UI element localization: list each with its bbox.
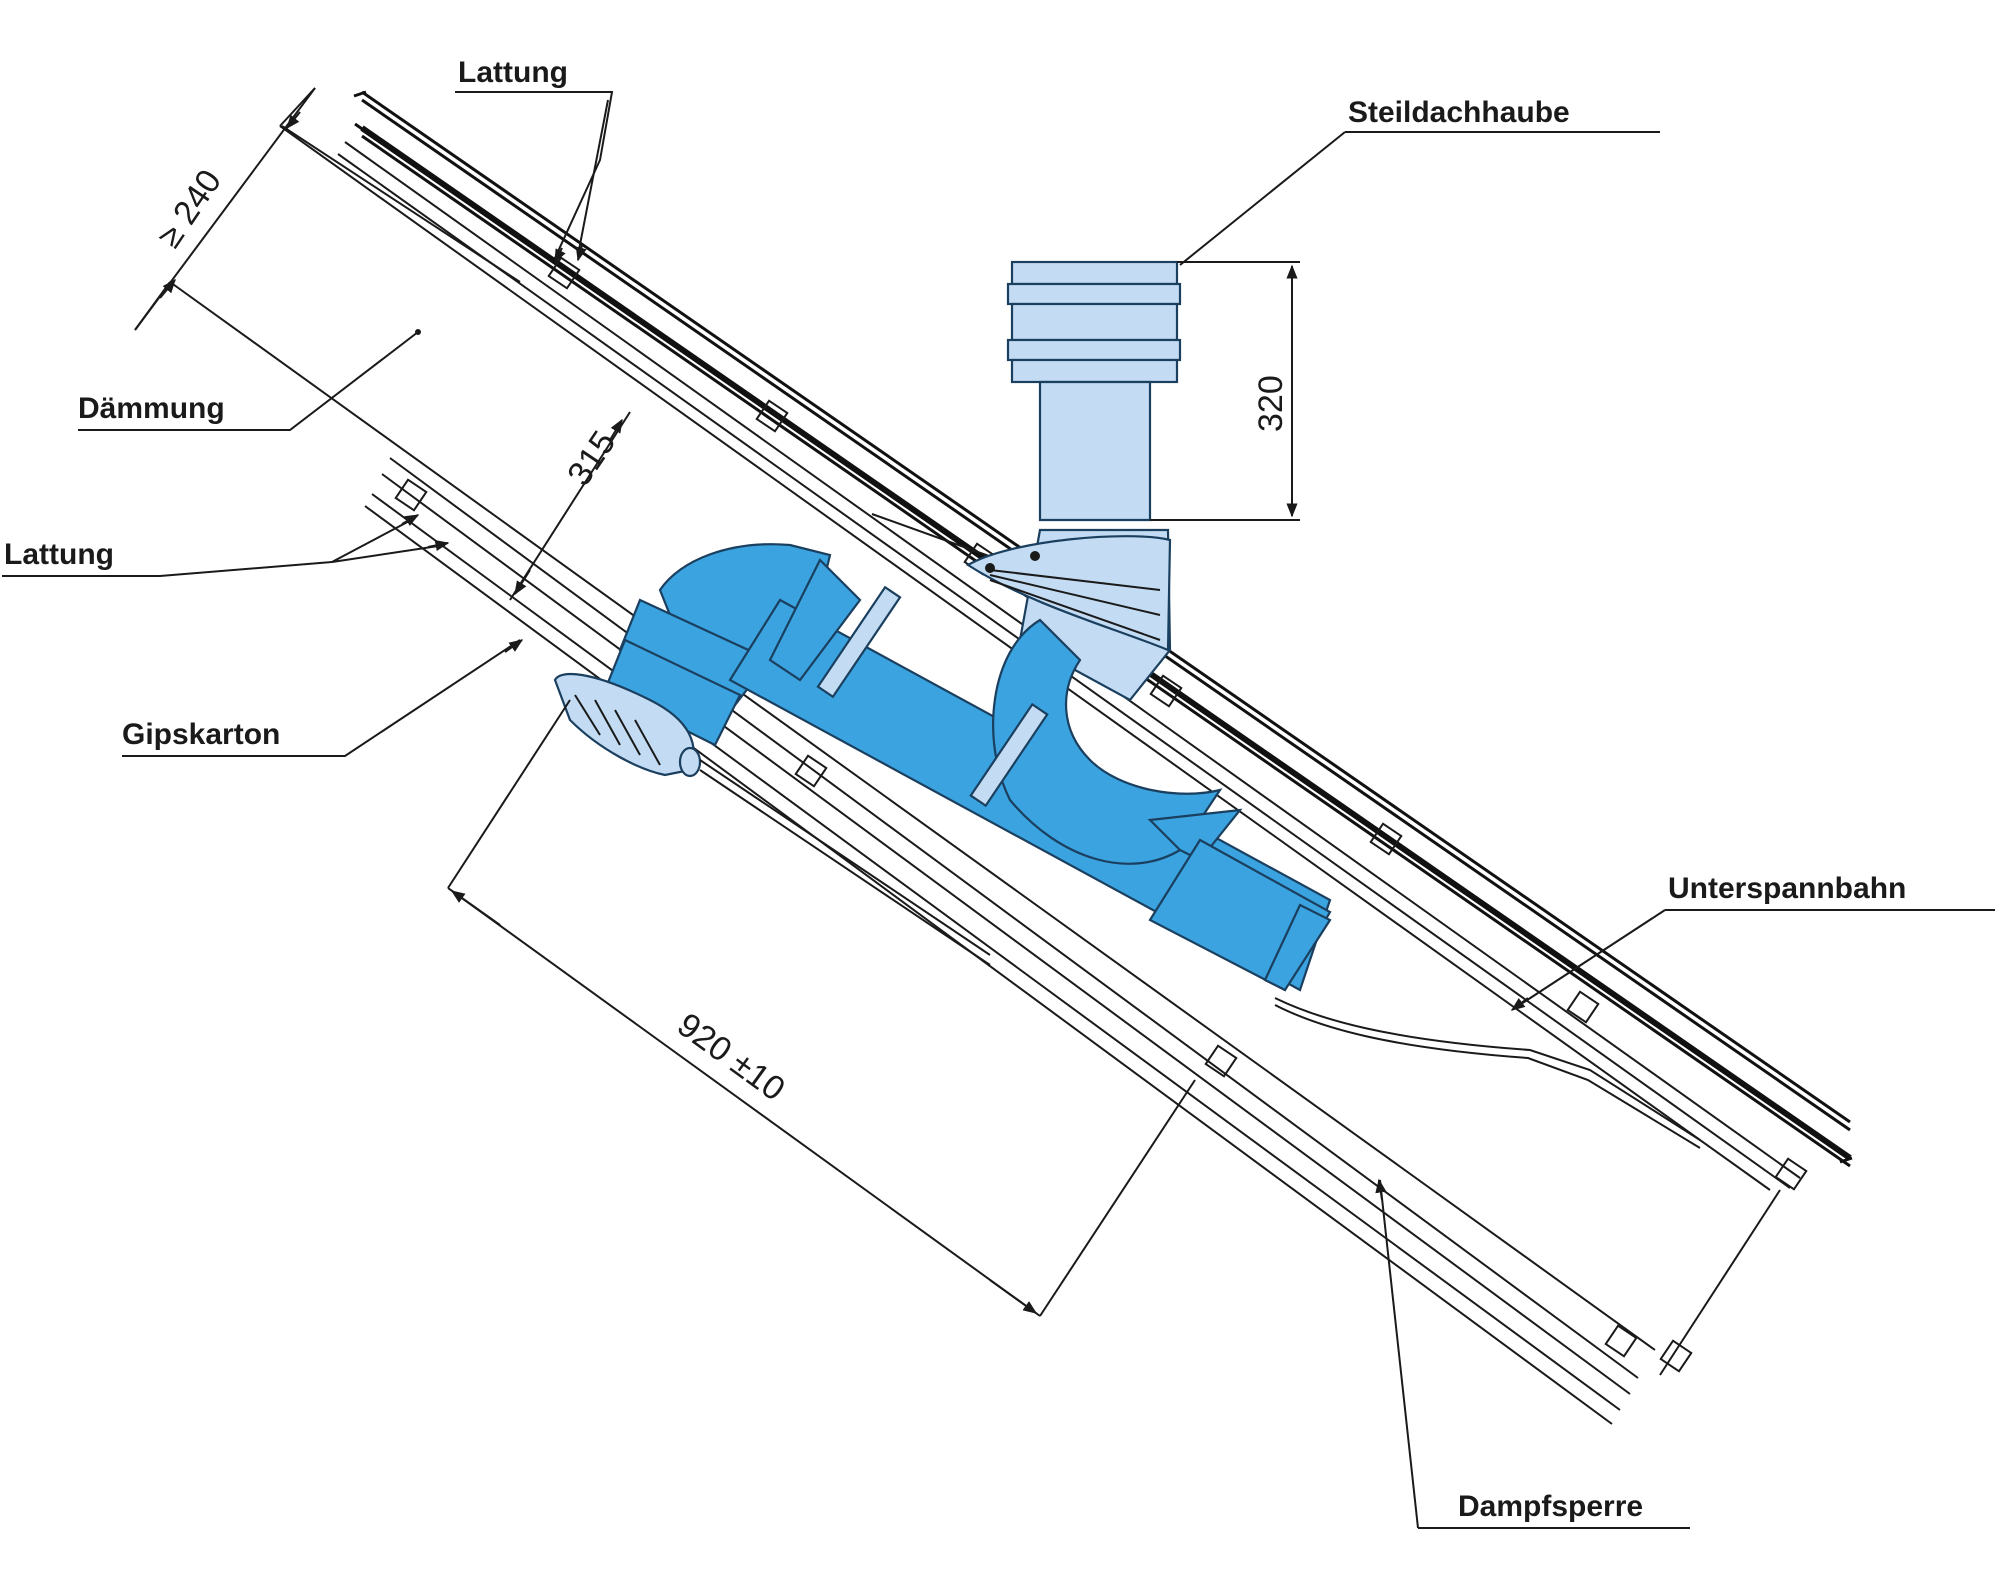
pipe-coupling-top (603, 638, 742, 747)
labels: Lattung Steildachhaube Dämmung Lattung G… (2, 56, 1995, 1529)
label-steildachhaube: Steildachhaube (1348, 96, 1570, 129)
dim-hood-height: 320 (1252, 375, 1290, 432)
label-dampfsperre: Dampfsperre (1458, 1490, 1643, 1523)
label-unterspannbahn: Unterspannbahn (1668, 872, 1906, 905)
dim-rafter-depth: ≥ 240 (150, 163, 229, 255)
hood-ring-top (1010, 260, 1179, 286)
pipe-end-cap (1263, 903, 1332, 992)
pipe-bend (992, 618, 1223, 865)
roof-hood (965, 260, 1182, 702)
battens-bottom (394, 478, 1693, 1373)
interior-grille (553, 672, 991, 966)
ventilation-pipe (603, 543, 1701, 1149)
pipe-clamp-1 (816, 585, 902, 699)
label-lattung-left: Lattung (4, 538, 114, 571)
pipe-clamp-2 (969, 702, 1049, 808)
label-gipskarton: Gipskarton (122, 718, 280, 751)
label-lattung-top: Lattung (458, 56, 568, 89)
label-daemmung: Dämmung (78, 392, 225, 425)
